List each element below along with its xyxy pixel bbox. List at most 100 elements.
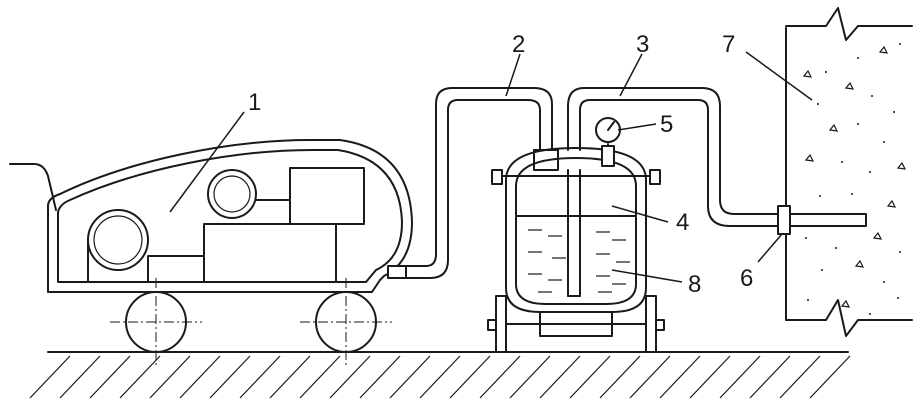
concrete-dot — [857, 57, 859, 59]
concrete-dot — [841, 161, 843, 163]
hatch-line — [809, 355, 851, 399]
pulley-inner — [213, 175, 251, 213]
concrete-speck — [802, 69, 813, 78]
concrete-dot — [835, 247, 837, 249]
hatch-line — [449, 355, 491, 399]
concrete-dot — [807, 299, 809, 301]
concrete-speck — [872, 231, 883, 240]
compressor-block — [203, 223, 337, 283]
pulley — [207, 169, 257, 219]
concrete-dot — [819, 195, 821, 197]
label-4: 4 — [676, 209, 689, 236]
ground-hatch — [29, 355, 851, 399]
hatch-line — [719, 355, 761, 399]
wall-top-break — [785, 7, 913, 41]
motor-drum — [87, 209, 149, 271]
concrete-dot — [883, 141, 885, 143]
cart-handle — [9, 163, 57, 211]
leader-lines — [169, 51, 813, 283]
nozzle-pipe — [789, 213, 867, 227]
leader-2 — [505, 53, 521, 97]
hatch-line — [629, 355, 671, 399]
air-hose-outer — [405, 87, 553, 267]
label-7: 7 — [722, 31, 735, 58]
hatch-line — [569, 355, 611, 399]
label-3: 3 — [636, 31, 649, 58]
air-hose-inner — [405, 99, 541, 279]
air-hose — [405, 87, 559, 279]
motor-base — [147, 255, 205, 283]
hatch-line — [359, 355, 401, 399]
hatch-line — [149, 355, 191, 399]
injection-nozzle — [777, 205, 867, 235]
pressure-tank — [487, 117, 665, 353]
hatch-line — [209, 355, 251, 399]
air-tank-block — [289, 167, 365, 225]
stand-foot-left — [487, 319, 497, 331]
concrete-dot — [805, 237, 807, 239]
leader-1 — [169, 111, 245, 213]
outlet-nozzle — [387, 265, 407, 279]
hatch-line — [29, 355, 71, 399]
concrete-speck — [840, 299, 851, 308]
tank-shell — [505, 147, 647, 313]
leader-7 — [745, 51, 813, 101]
leader-3 — [619, 53, 643, 97]
cart-housing-inner — [57, 149, 403, 283]
concrete-dot — [897, 297, 899, 299]
concrete-speck — [854, 259, 865, 268]
gauge-needle — [607, 121, 615, 131]
label-2: 2 — [512, 31, 525, 58]
gauge-valve — [601, 145, 615, 167]
hatch-line — [599, 355, 641, 399]
label-5: 5 — [660, 111, 673, 138]
hatch-line — [539, 355, 581, 399]
leader-8 — [611, 269, 683, 283]
grout-dashes — [528, 229, 630, 293]
hatch-line — [269, 355, 311, 399]
concrete-speck — [804, 153, 815, 162]
cart-housing — [47, 139, 413, 293]
leader-6 — [757, 233, 783, 263]
hatch-line — [239, 355, 281, 399]
hatch-line — [779, 355, 821, 399]
tank-shell-inner — [515, 157, 637, 305]
nozzle-packer — [777, 205, 791, 235]
stand-foot-right — [655, 319, 665, 331]
ground — [29, 351, 851, 399]
hatch-line — [479, 355, 521, 399]
hatch-line — [389, 355, 431, 399]
concrete-dot — [817, 103, 819, 105]
hatch-line — [329, 355, 371, 399]
concrete-speck — [878, 45, 889, 54]
leader-4 — [611, 205, 669, 223]
concrete-speck — [844, 81, 855, 90]
compressor-cart — [9, 139, 413, 366]
wall-bottom-break — [785, 299, 913, 337]
concrete-speck — [886, 199, 897, 208]
leader-5 — [617, 123, 657, 131]
concrete-dot — [857, 123, 859, 125]
hatch-line — [89, 355, 131, 399]
hatch-line — [179, 355, 221, 399]
concrete-dot — [851, 193, 853, 195]
hatch-line — [749, 355, 791, 399]
grout-hose-inner — [579, 99, 785, 227]
hatch-line — [119, 355, 161, 399]
hatch-line — [689, 355, 731, 399]
hatch-line — [509, 355, 551, 399]
concrete-dot — [893, 111, 895, 113]
hatch-line — [299, 355, 341, 399]
concrete-dot — [821, 269, 823, 271]
callout-labels: 1 2 3 4 5 6 7 8 — [248, 31, 753, 298]
motor-drum-inner — [93, 215, 143, 265]
tank-clamp-right — [649, 169, 661, 185]
concrete-speck — [896, 161, 907, 170]
concrete-dot — [871, 95, 873, 97]
stand-leg-right — [645, 295, 657, 353]
tank-clamp-left — [491, 169, 503, 185]
concrete-dot — [869, 313, 871, 315]
concrete-wall — [785, 7, 913, 337]
